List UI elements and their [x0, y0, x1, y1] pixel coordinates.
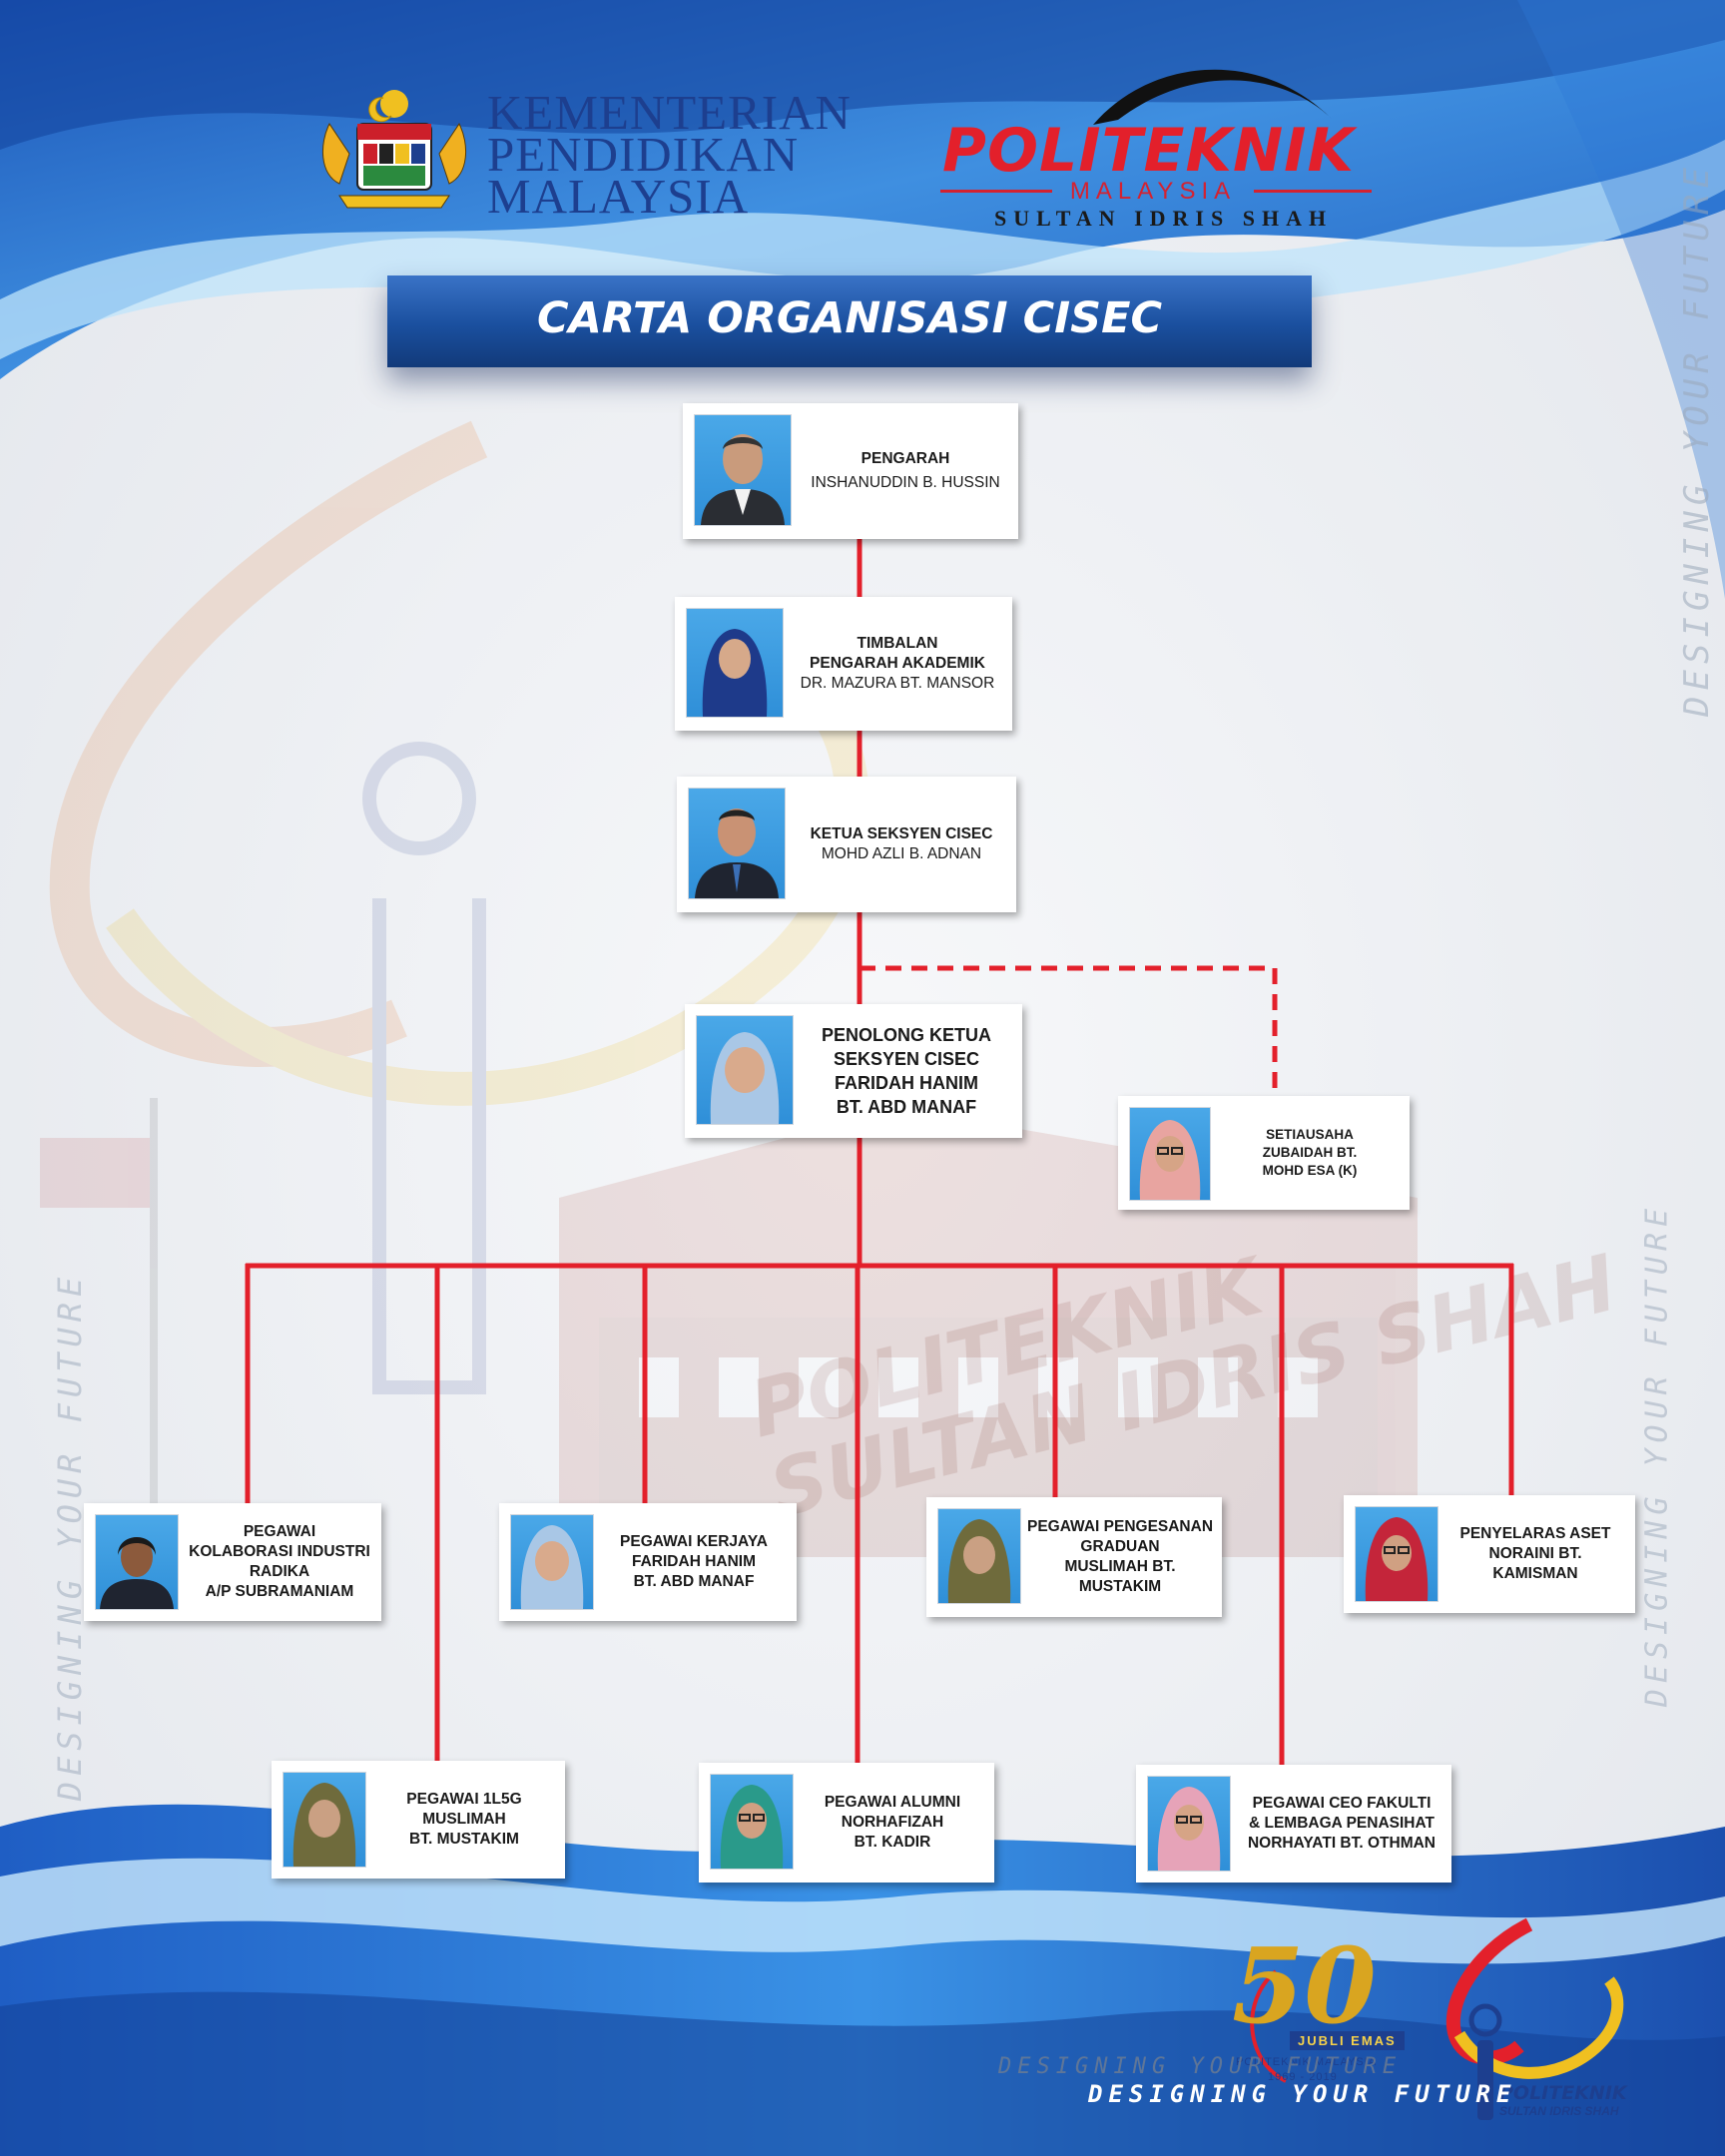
ministry-line-3: MALAYSIA — [487, 169, 750, 224]
name-officer-5: MUSLIMAH BT. MUSTAKIM — [1064, 1558, 1176, 1595]
card-officer-alumni: PEGAWAI ALUMNI NORHAFIZAH BT. KADIR — [699, 1763, 994, 1883]
ministry-line-1: KEMENTERIAN — [487, 85, 852, 140]
role-officer-7: PENYELARAS ASET — [1459, 1525, 1611, 1542]
psis-campus: SULTAN IDRIS SHAH — [1499, 2104, 1619, 2118]
role-deputy: TIMBALAN PENGARAH AKADEMIK — [810, 635, 985, 672]
jubilee-label: JUBLI EMAS — [1290, 2031, 1405, 2050]
card-officer-asset: PENYELARAS ASET NORAINI BT. KAMISMAN — [1344, 1495, 1635, 1613]
politeknik-wordmark: POLITEKNIK — [942, 116, 1355, 186]
name-assistant-head: FARIDAH HANIM BT. ABD MANAF — [835, 1073, 978, 1117]
politeknik-country: MALAYSIA — [1069, 178, 1237, 205]
jubilee-50-logo: 50 JUBLI EMAS POLITEKNIK MALAYSIA 1969 -… — [1226, 1931, 1426, 2121]
card-text: KETUA SEKSYEN CISEC MOHD AZLI B. ADNAN — [795, 787, 1008, 902]
name-officer-6: NORHAYATI BT. OTHMAN — [1247, 1835, 1437, 1852]
card-text: PENOLONG KETUA SEKSYEN CISEC FARIDAH HAN… — [799, 1010, 1014, 1132]
card-officer-career: PEGAWAI KERJAYA FARIDAH HANIM BT. ABD MA… — [499, 1503, 797, 1621]
card-text: PEGAWAI KOLABORASI INDUSTRI RADIKA A/P S… — [186, 1511, 373, 1613]
card-text: TIMBALAN PENGARAH AKADEMIK DR. MAZURA BT… — [791, 607, 1004, 721]
photo-assistant-head — [696, 1015, 794, 1125]
card-assistant-head: PENOLONG KETUA SEKSYEN CISEC FARIDAH HAN… — [685, 1004, 1022, 1138]
card-head: KETUA SEKSYEN CISEC MOHD AZLI B. ADNAN — [677, 777, 1016, 912]
photo-director — [694, 414, 792, 526]
photo-officer-1l5g — [283, 1772, 366, 1868]
photo-secretary — [1129, 1107, 1211, 1201]
name-officer-3: FARIDAH HANIM BT. ABD MANAF — [632, 1553, 756, 1590]
jubilee-emblem-icon — [1250, 1969, 1287, 2083]
photo-head — [688, 788, 786, 899]
role-assistant-head: PENOLONG KETUA SEKSYEN CISEC — [821, 1025, 991, 1069]
role-director: PENGARAH — [861, 450, 950, 467]
name-officer-2: MUSLIMAH BT. MUSTAKIM — [409, 1811, 519, 1848]
ministry-line-2: PENDIDIKAN — [487, 127, 800, 182]
role-officer-1: PEGAWAI KOLABORASI INDUSTRI — [189, 1523, 370, 1560]
card-text: PEGAWAI KERJAYA FARIDAH HANIM BT. ABD MA… — [599, 1511, 789, 1613]
politeknik-sultan-idris-shah-logo: POLITEKNIK SULTAN IDRIS SHAH — [1420, 1914, 1669, 2132]
ministry-name: KEMENTERIAN PENDIDIKAN MALAYSIA — [487, 85, 886, 224]
card-officer-ceo: PEGAWAI CEO FAKULTI & LEMBAGA PENASIHAT … — [1136, 1765, 1451, 1883]
jubilee-caption: POLITEKNIK MALAYSIA — [1236, 2056, 1378, 2068]
name-officer-7: NORAINI BT. KAMISMAN — [1488, 1545, 1582, 1582]
card-director: PENGARAH INSHANUDDIN B. HUSSIN — [683, 403, 1018, 539]
tagline-footer-shadow: DESIGNING YOUR FUTURE — [998, 2054, 1403, 2079]
malaysia-coat-of-arms-logo — [321, 90, 467, 209]
politeknik-campus: SULTAN IDRIS SHAH — [994, 206, 1334, 231]
psis-emblem-icon — [1445, 1917, 1624, 2120]
card-text: PEGAWAI ALUMNI NORHAFIZAH BT. KADIR — [799, 1771, 986, 1875]
jubilee-number: 50 — [1232, 1924, 1377, 2047]
divider-lines — [940, 190, 1372, 193]
title-banner: CARTA ORGANISASI CISEC — [387, 275, 1312, 367]
psis-name: POLITEKNIK — [1499, 2082, 1627, 2104]
name-officer-1: RADIKA A/P SUBRAMANIAM — [205, 1563, 354, 1600]
photo-deputy — [686, 608, 784, 718]
name-deputy: DR. MAZURA BT. MANSOR — [800, 675, 995, 692]
card-officer-graduate: PEGAWAI PENGESANAN GRADUAN MUSLIMAH BT. … — [926, 1497, 1222, 1617]
role-head: KETUA SEKSYEN CISEC — [810, 825, 993, 842]
card-secretary: SETIAUSAHA ZUBAIDAH BT. MOHD ESA (K) — [1118, 1096, 1410, 1210]
card-text: PENYELARAS ASET NORAINI BT. KAMISMAN — [1443, 1503, 1627, 1605]
name-secretary: ZUBAIDAH BT. MOHD ESA (K) — [1262, 1145, 1358, 1178]
name-head: MOHD AZLI B. ADNAN — [821, 845, 982, 862]
role-officer-6: PEGAWAI CEO FAKULTI & LEMBAGA PENASIHAT — [1249, 1795, 1435, 1832]
photo-officer-industry — [95, 1514, 179, 1610]
politeknik-malaysia-logo: POLITEKNIK MALAYSIA SULTAN IDRIS SHAH — [938, 50, 1378, 240]
photo-officer-asset — [1355, 1506, 1438, 1602]
name-officer-4: NORHAFIZAH BT. KADIR — [841, 1814, 944, 1851]
card-text: PEGAWAI PENGESANAN GRADUAN MUSLIMAH BT. … — [1026, 1505, 1214, 1609]
photo-officer-ceo — [1147, 1776, 1231, 1872]
role-officer-5: PEGAWAI PENGESANAN GRADUAN — [1026, 1518, 1214, 1555]
card-officer-industry: PEGAWAI KOLABORASI INDUSTRI RADIKA A/P S… — [84, 1503, 381, 1621]
role-secretary: SETIAUSAHA — [1266, 1127, 1354, 1142]
card-text: PENGARAH INSHANUDDIN B. HUSSIN — [801, 413, 1010, 529]
photo-officer-graduate — [937, 1508, 1021, 1604]
role-officer-4: PEGAWAI ALUMNI — [824, 1794, 961, 1811]
jubilee-years: 1969 - 2019 — [1268, 2071, 1338, 2083]
swoosh-icon — [1093, 69, 1333, 125]
photo-officer-alumni — [710, 1774, 794, 1870]
card-text: SETIAUSAHA ZUBAIDAH BT. MOHD ESA (K) — [1218, 1104, 1402, 1202]
card-text: PEGAWAI CEO FAKULTI & LEMBAGA PENASIHAT … — [1240, 1773, 1443, 1875]
photo-officer-career — [510, 1514, 594, 1610]
page-title: CARTA ORGANISASI CISEC — [536, 293, 1163, 343]
card-deputy: TIMBALAN PENGARAH AKADEMIK DR. MAZURA BT… — [675, 597, 1012, 731]
tagline-footer: DESIGNING YOUR FUTURE — [1088, 2080, 1517, 2108]
card-officer-1l5g: PEGAWAI 1L5G MUSLIMAH BT. MUSTAKIM — [272, 1761, 565, 1879]
card-text: PEGAWAI 1L5G MUSLIMAH BT. MUSTAKIM — [371, 1769, 557, 1871]
name-director: INSHANUDDIN B. HUSSIN — [811, 474, 1000, 491]
role-officer-3: PEGAWAI KERJAYA — [620, 1533, 768, 1550]
secretary-dashed-line — [860, 965, 1278, 1094]
role-officer-2: PEGAWAI 1L5G — [406, 1791, 522, 1808]
